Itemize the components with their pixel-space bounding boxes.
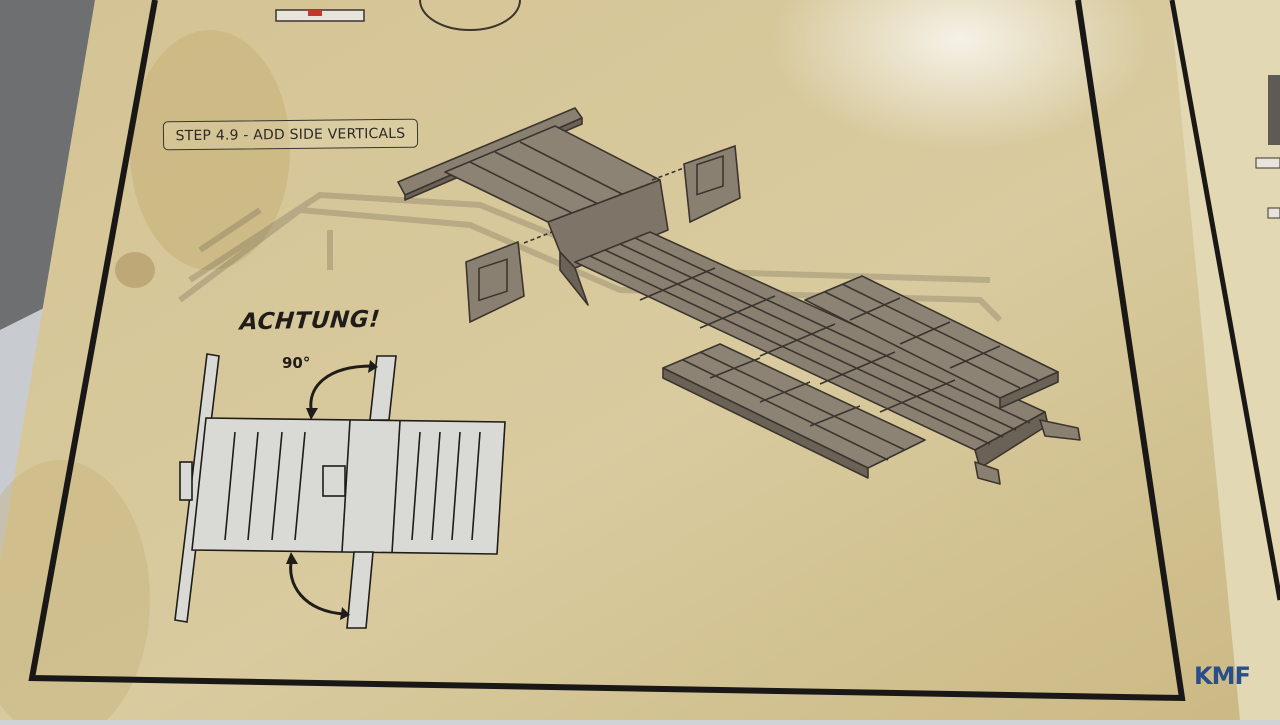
stain: [130, 30, 290, 270]
right-page-part: [1267, 207, 1280, 219]
plan-side-vertical-bottom: [346, 551, 374, 629]
side-vertical-left: [465, 240, 525, 324]
right-page-frame: [1169, 0, 1280, 601]
angle-label: 90°: [282, 354, 311, 372]
page-frame: [28, 0, 1186, 702]
arrow-top: [309, 364, 373, 416]
circle-detail: [419, 0, 521, 31]
rail-marker: [308, 10, 322, 16]
warning-title: ACHTUNG!: [238, 306, 382, 336]
right-page-part: [1255, 157, 1280, 169]
ghost-frame: [178, 191, 1003, 323]
step-label: STEP 4.9 - ADD SIDE VERTICALS: [162, 118, 419, 151]
side-vertical-parts: [465, 144, 741, 324]
plan-view: [174, 353, 506, 629]
right-page-edge: [1268, 75, 1280, 145]
stain: [115, 252, 155, 288]
plan-deck: [191, 417, 506, 555]
plan-side-vertical-top: [369, 355, 397, 421]
kmf-logo: KMF: [1194, 662, 1251, 690]
chassis-frame: [397, 107, 1081, 485]
right-page: [1170, 0, 1280, 720]
rotation-arrows: [286, 360, 378, 620]
arrow-bottom: [289, 556, 346, 616]
light-glare: [770, 0, 1150, 150]
